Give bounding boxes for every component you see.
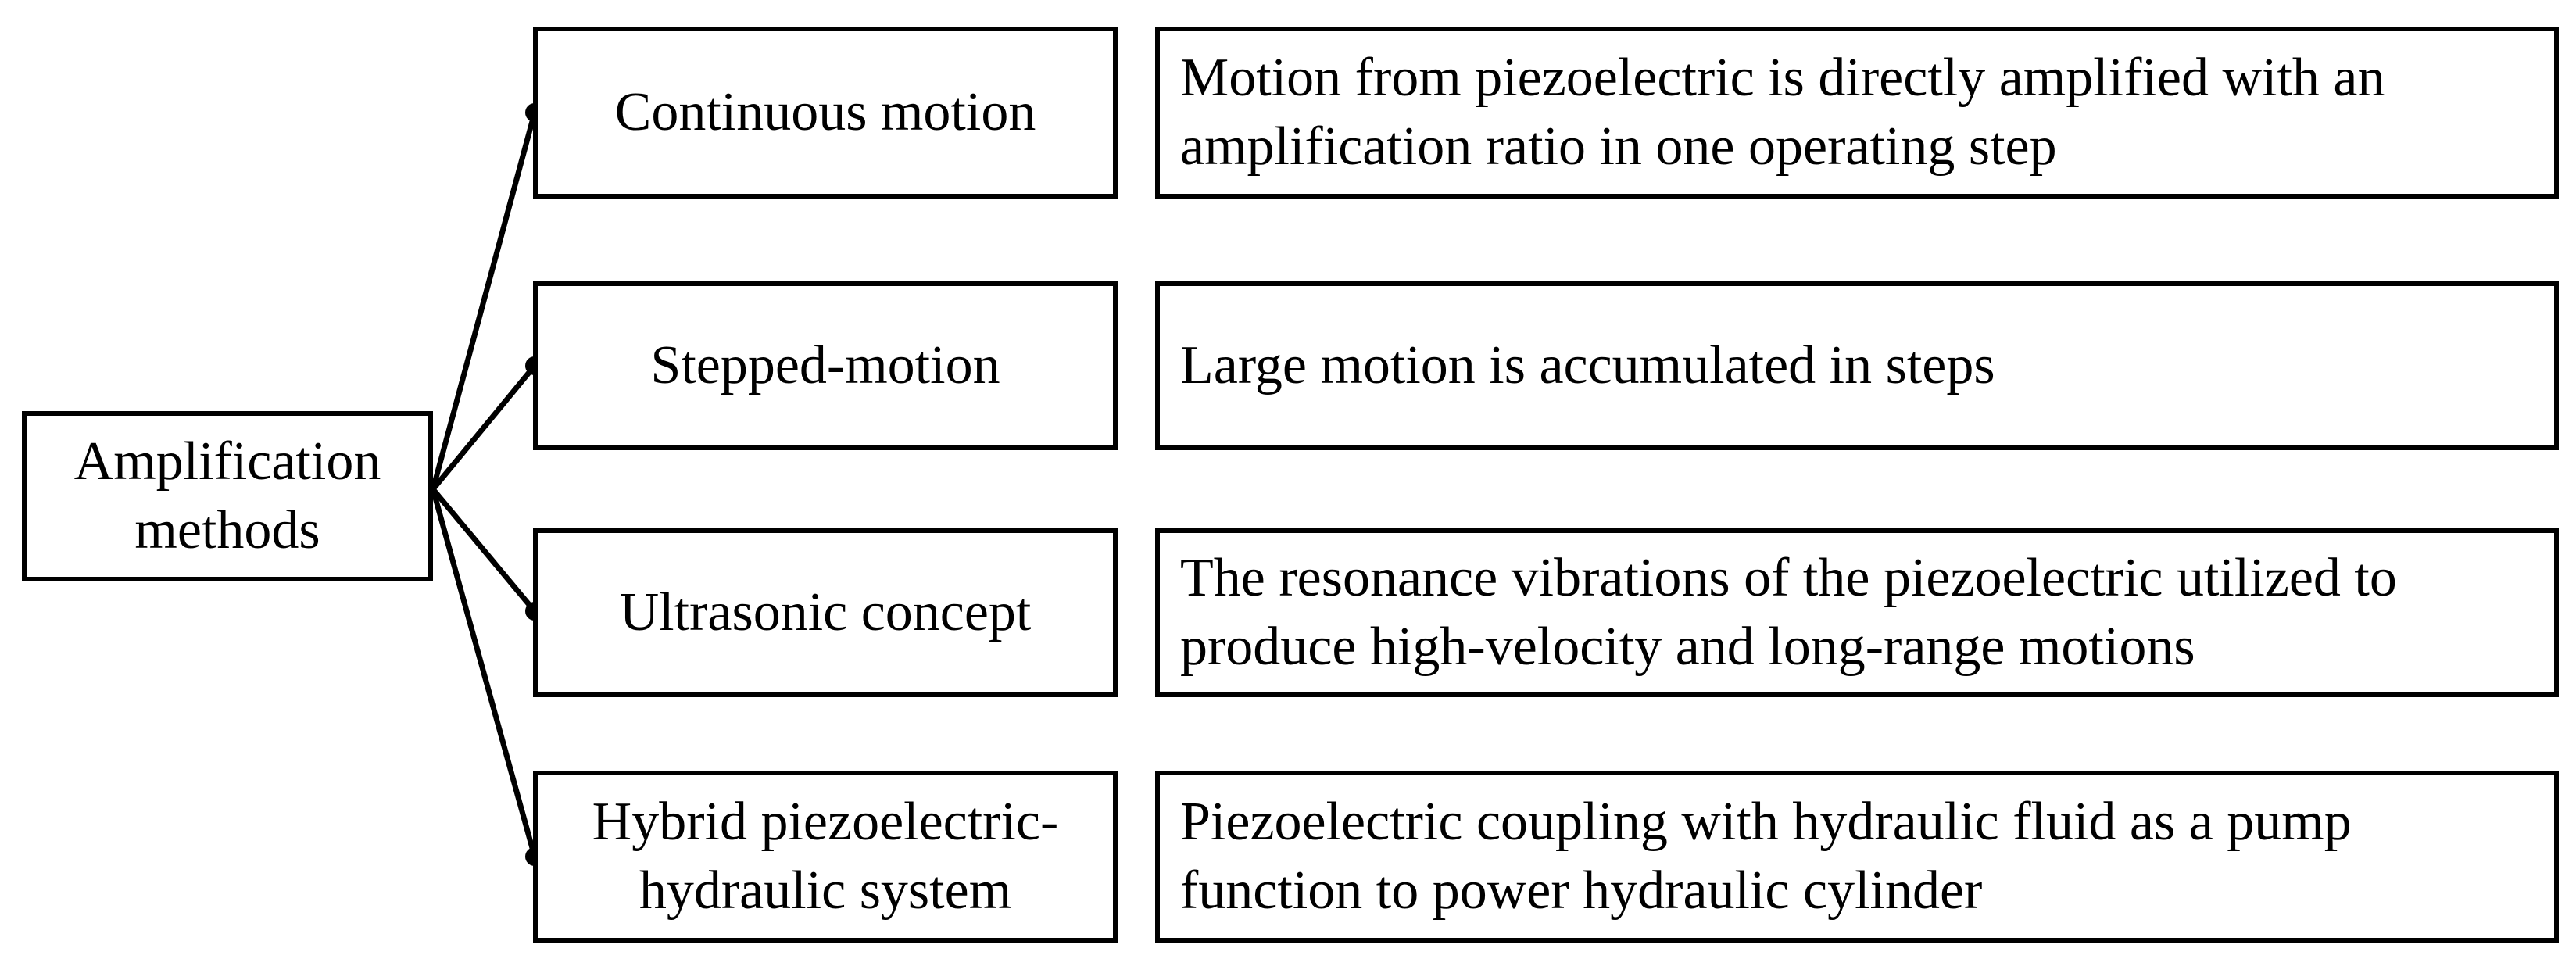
description-text: Piezoelectric coupling with hydraulic fl… bbox=[1180, 792, 2352, 921]
description-text: Large motion is accumulated in steps bbox=[1180, 335, 1995, 395]
description-node-stepped-motion: Large motion is accumulated in steps bbox=[1155, 281, 2559, 450]
description-node-continuous-motion: Motion from piezoelectric is directly am… bbox=[1155, 27, 2559, 199]
method-node-continuous-motion: Continuous motion bbox=[533, 27, 1118, 199]
method-label: Continuous motion bbox=[614, 82, 1036, 142]
description-text: Motion from piezoelectric is directly am… bbox=[1180, 48, 2385, 177]
connector-line-stepped bbox=[430, 363, 538, 492]
description-node-hybrid-piezoelectric-hydraulic: Piezoelectric coupling with hydraulic fl… bbox=[1155, 771, 2559, 943]
description-node-ultrasonic-concept: The resonance vibrations of the piezoele… bbox=[1155, 528, 2559, 697]
method-label: Stepped-motion bbox=[650, 335, 1000, 395]
connector-line-ultrasonic bbox=[430, 486, 538, 614]
connector-line-hybrid bbox=[430, 486, 538, 860]
method-node-stepped-motion: Stepped-motion bbox=[533, 281, 1118, 450]
description-text: The resonance vibrations of the piezoele… bbox=[1180, 548, 2397, 677]
method-node-ultrasonic-concept: Ultrasonic concept bbox=[533, 528, 1118, 697]
method-node-hybrid-piezoelectric-hydraulic: Hybrid piezoelectric-hydraulic system bbox=[533, 771, 1118, 943]
method-label: Hybrid piezoelectric-hydraulic system bbox=[592, 792, 1059, 921]
connector-line-continuous bbox=[430, 109, 538, 492]
method-label: Ultrasonic concept bbox=[619, 582, 1032, 642]
